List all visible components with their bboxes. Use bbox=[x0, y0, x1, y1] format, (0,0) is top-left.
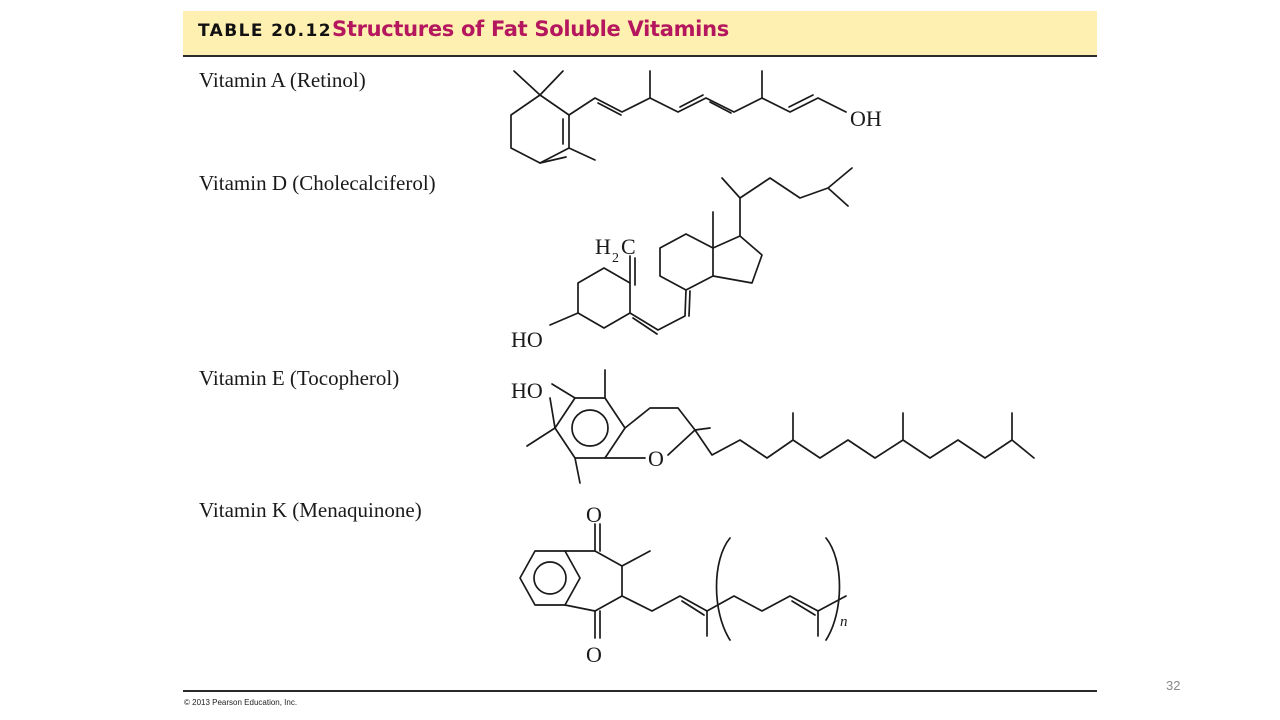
page-number: 32 bbox=[1166, 678, 1181, 693]
copyright-text: © 2013 Pearson Education, Inc. bbox=[184, 698, 298, 707]
vitamin-e-label: Vitamin E (Tocopherol) bbox=[199, 366, 400, 390]
vitamin-k-bottom-o-label: O bbox=[586, 642, 602, 667]
header-rule bbox=[183, 55, 1097, 57]
vitamin-k-repeat-n-label: n bbox=[840, 614, 848, 630]
footer-rule bbox=[183, 690, 1097, 692]
vitamin-d-ho-label: HO bbox=[511, 327, 543, 352]
vitamin-e-ring-o-label: O bbox=[648, 446, 664, 471]
vitamin-a-oh-label: OH bbox=[850, 106, 882, 131]
vitamin-e-structure bbox=[526, 369, 1035, 484]
table-number: TABLE 20.12 bbox=[198, 21, 332, 41]
vitamin-d-h-label: H bbox=[595, 234, 611, 259]
table-title: Structures of Fat Soluble Vitamins bbox=[332, 17, 729, 41]
vitamin-d-structure bbox=[549, 167, 853, 335]
vitamin-d-c-label: C bbox=[621, 234, 636, 259]
vitamin-e-ho-label: HO bbox=[511, 378, 543, 403]
vitamin-k-label: Vitamin K (Menaquinone) bbox=[199, 498, 422, 522]
table-header-band bbox=[183, 11, 1097, 55]
vitamin-d-label: Vitamin D (Cholecalciferol) bbox=[199, 171, 436, 195]
vitamin-d-subscript-label: 2 bbox=[612, 251, 619, 266]
vitamin-k-top-o-label: O bbox=[586, 502, 602, 527]
vitamin-a-structure bbox=[510, 70, 847, 164]
vitamin-k-structure bbox=[519, 523, 847, 641]
vitamin-a-label: Vitamin A (Retinol) bbox=[199, 68, 366, 92]
